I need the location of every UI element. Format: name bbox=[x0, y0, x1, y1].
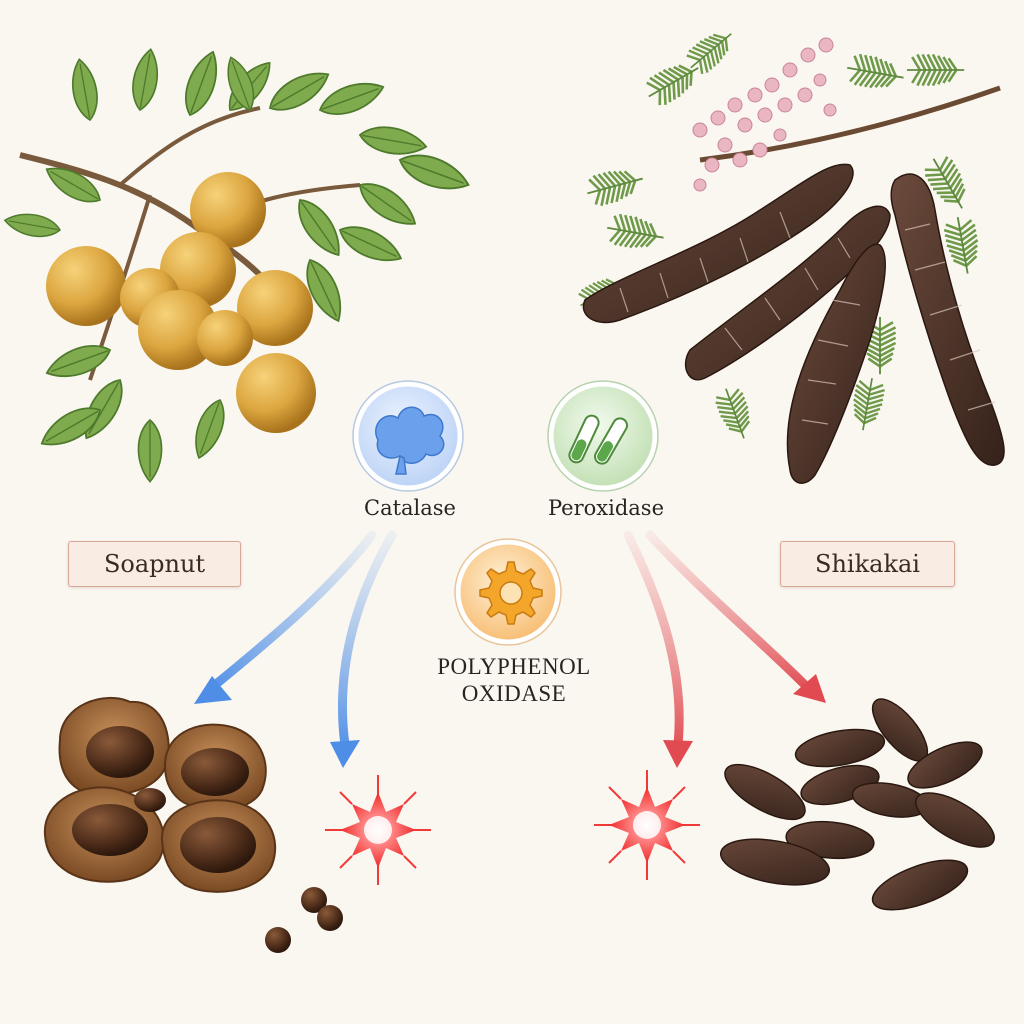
cloud-molecule-icon bbox=[375, 406, 445, 475]
catalase-label: Catalase bbox=[364, 496, 456, 520]
catalase-arrows bbox=[194, 530, 397, 768]
polyphenol-oxidase-badge bbox=[454, 538, 562, 646]
polyphenol-oxidase-label-line1: POLYPHENOL bbox=[437, 654, 591, 679]
gear-icon bbox=[479, 561, 543, 625]
shikakai-label: Shikakai bbox=[780, 541, 955, 587]
peroxidase-label: Peroxidase bbox=[547, 496, 665, 520]
reaction-burst-left bbox=[325, 775, 431, 885]
shikakai-pods-illustration bbox=[719, 698, 995, 911]
shikakai-branch-illustration bbox=[572, 21, 1005, 484]
peroxidase-arrows bbox=[623, 530, 826, 768]
peroxidase-badge bbox=[547, 380, 659, 492]
soapnut-branch-illustration bbox=[2, 46, 475, 483]
catalase-badge bbox=[352, 380, 464, 492]
soapnut-shells-illustration bbox=[43, 697, 343, 953]
test-tubes-icon bbox=[568, 414, 628, 465]
polyphenol-oxidase-label: POLYPHENOL OXIDASE bbox=[404, 653, 624, 707]
polyphenol-oxidase-label-line2: OXIDASE bbox=[461, 681, 567, 706]
reaction-burst-right bbox=[594, 770, 700, 880]
soapnut-label: Soapnut bbox=[68, 541, 241, 587]
